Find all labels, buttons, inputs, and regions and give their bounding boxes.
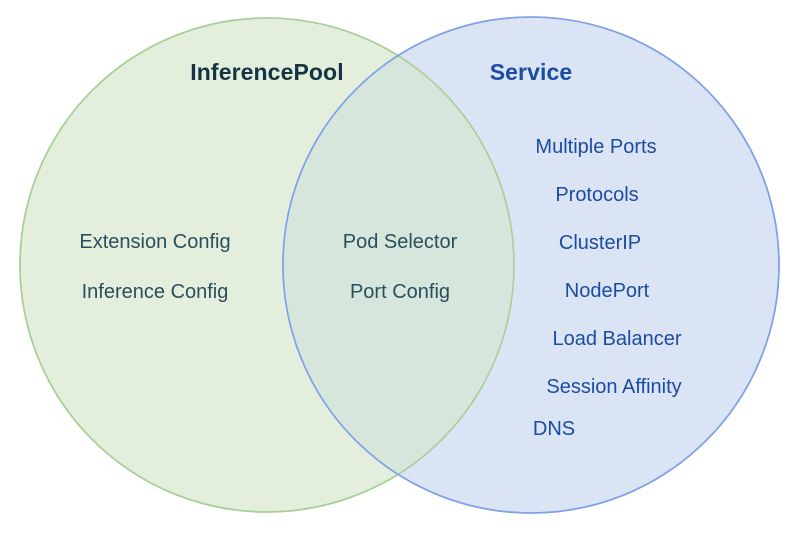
right-item-clusterip: ClusterIP: [558, 232, 642, 254]
overlap-item-port-config: Port Config: [349, 281, 451, 303]
right-item-session-affinity: Session Affinity: [546, 376, 682, 398]
left-item-extension-config: Extension Config: [79, 231, 231, 253]
right-item-load-balancer: Load Balancer: [552, 328, 682, 350]
right-item-nodeport: NodePort: [564, 280, 650, 302]
overlap-item-pod-selector: Pod Selector: [342, 231, 458, 253]
inferencepool-circle-outline: [19, 17, 515, 513]
service-circle-outline: [282, 16, 780, 514]
right-item-dns: DNS: [532, 418, 576, 440]
left-item-inference-config: Inference Config: [81, 281, 229, 303]
right-item-protocols: Protocols: [555, 184, 639, 206]
service-title: Service: [489, 59, 573, 85]
overlap-region[interactable]: [283, 17, 779, 513]
right-item-multiple-ports: Multiple Ports: [535, 136, 657, 158]
inferencepool-title: InferencePool: [190, 59, 344, 85]
